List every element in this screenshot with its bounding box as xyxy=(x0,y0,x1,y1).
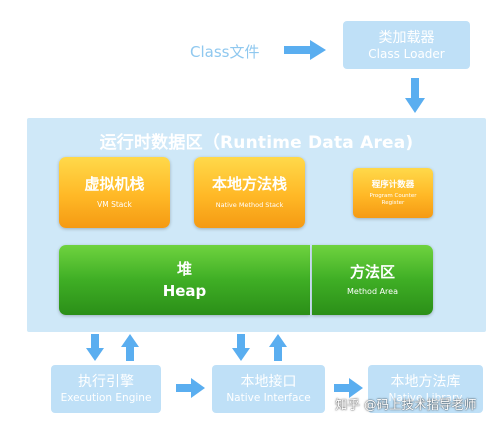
method-area-box: 方法区 Method Area xyxy=(312,245,433,315)
arrow-right-icon xyxy=(334,378,363,398)
arrow-right-icon xyxy=(284,40,326,60)
native-interface-en: Native Interface xyxy=(226,391,311,404)
native-library-en: Native Library xyxy=(388,391,463,404)
native-interface-zh: 本地接口 xyxy=(240,373,297,390)
native-stack-zh: 本地方法栈 xyxy=(211,175,287,193)
arrow-down-icon xyxy=(86,334,104,361)
pc-register-en-2: Register xyxy=(381,200,405,206)
heap-box: 堆 Heap xyxy=(59,245,310,315)
runtime-area-title: 运行时数据区（Runtime Data Area) xyxy=(99,133,414,153)
arrow-down-icon xyxy=(405,78,425,113)
vm-stack-zh: 虚拟机栈 xyxy=(84,175,145,193)
pc-register-zh: 程序计数器 xyxy=(371,180,415,190)
execution-engine-zh: 执行引擎 xyxy=(78,373,134,390)
arrow-right-icon xyxy=(176,378,205,398)
native-library-zh: 本地方法库 xyxy=(390,373,461,390)
heap-divider xyxy=(310,245,312,315)
arrow-up-icon xyxy=(121,334,139,361)
method-area-en: Method Area xyxy=(347,286,398,296)
native-interface-box: 本地接口 Native Interface xyxy=(212,365,325,413)
vm-stack-box: 虚拟机栈 VM Stack xyxy=(59,157,170,228)
class-loader-box: 类加载器 Class Loader xyxy=(343,21,470,69)
heap-en: Heap xyxy=(162,282,207,300)
vm-stack-en: VM Stack xyxy=(97,200,132,209)
pc-register-en-1: Program Counter xyxy=(369,193,417,199)
heap-zh: 堆 xyxy=(176,260,192,278)
class-file-label: Class文件 xyxy=(190,43,260,61)
arrow-down-icon xyxy=(232,334,250,361)
native-stack-en: Native Method Stack xyxy=(215,201,284,209)
method-area-zh: 方法区 xyxy=(349,262,395,281)
execution-engine-en: Execution Engine xyxy=(60,391,152,404)
watermark-text: 知乎 @码上技术指导老师 xyxy=(335,397,477,412)
class-loader-en: Class Loader xyxy=(368,46,445,61)
arrow-up-icon xyxy=(269,334,287,361)
native-stack-box: 本地方法栈 Native Method Stack xyxy=(194,157,305,228)
pc-register-box: 程序计数器 Program Counter Register xyxy=(353,168,433,218)
native-library-box: 本地方法库 Native Library xyxy=(368,365,483,413)
execution-engine-box: 执行引擎 Execution Engine xyxy=(51,365,161,413)
class-loader-zh: 类加载器 xyxy=(378,29,435,46)
